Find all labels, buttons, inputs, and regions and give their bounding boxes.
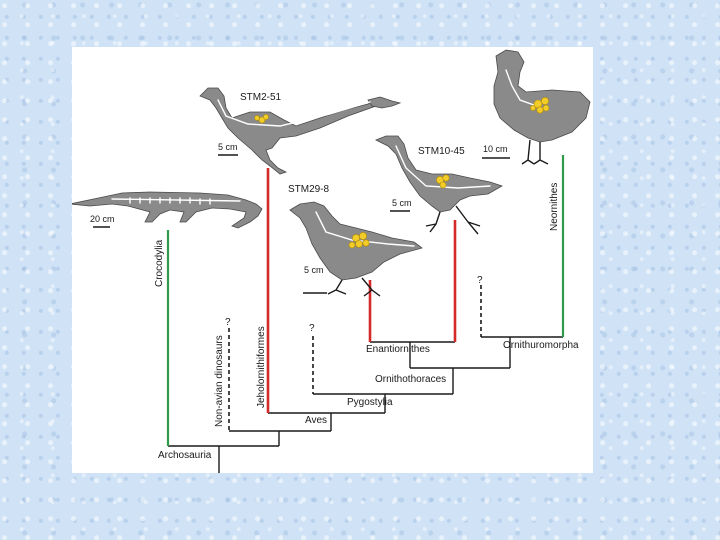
unknown-mark: ? [309, 323, 315, 334]
non-avian-dinosaurs-label: Non-avian dinosaurs [214, 335, 225, 427]
crocodylia-label: Crocodylia [154, 239, 165, 287]
stm10-45-label: STM10-45 [418, 146, 465, 157]
unknown-mark: ? [477, 275, 483, 286]
ornithuromorpha-label: Ornithuromorpha [503, 340, 579, 351]
pygostylia-label: Pygostylia [347, 397, 393, 408]
scale-bar-neornithes: 10 cm [482, 144, 510, 158]
scale-bar-stm2-51: 5 cm [218, 142, 238, 155]
neornithes-silhouette [494, 50, 590, 164]
scale-bar-label: 5 cm [218, 142, 238, 152]
stm2-51-label: STM2-51 [240, 92, 282, 103]
stm29-8-label: STM29-8 [288, 184, 330, 195]
unknown-mark: ? [225, 317, 231, 328]
figure-panel: ? ? ? Archosauria Aves Pygostylia Ornith… [72, 47, 593, 473]
archosauria-label: Archosauria [158, 450, 212, 461]
neornithes-label: Neornithes [549, 183, 560, 231]
ornithothoraces-label: Ornithothoraces [375, 374, 446, 385]
scale-bar-label: 10 cm [483, 144, 508, 154]
jeholornithiformes-label: Jeholornithiformes [256, 326, 267, 408]
scale-bar-label: 20 cm [90, 214, 115, 224]
scale-bar-stm10-45: 5 cm [390, 198, 412, 211]
scale-bar-stm29-8: 5 cm [303, 265, 327, 293]
stm29-8-silhouette [290, 202, 422, 296]
scale-bar-crocodylia: 20 cm [90, 214, 115, 227]
scale-bar-label: 5 cm [392, 198, 412, 208]
stm2-51-silhouette [200, 88, 400, 174]
scale-bar-label: 5 cm [304, 265, 324, 275]
phylogeny-figure: ? ? ? Archosauria Aves Pygostylia Ornith… [72, 47, 593, 473]
aves-label: Aves [305, 415, 327, 426]
enantiornithes-label: Enantiornithes [366, 344, 430, 355]
